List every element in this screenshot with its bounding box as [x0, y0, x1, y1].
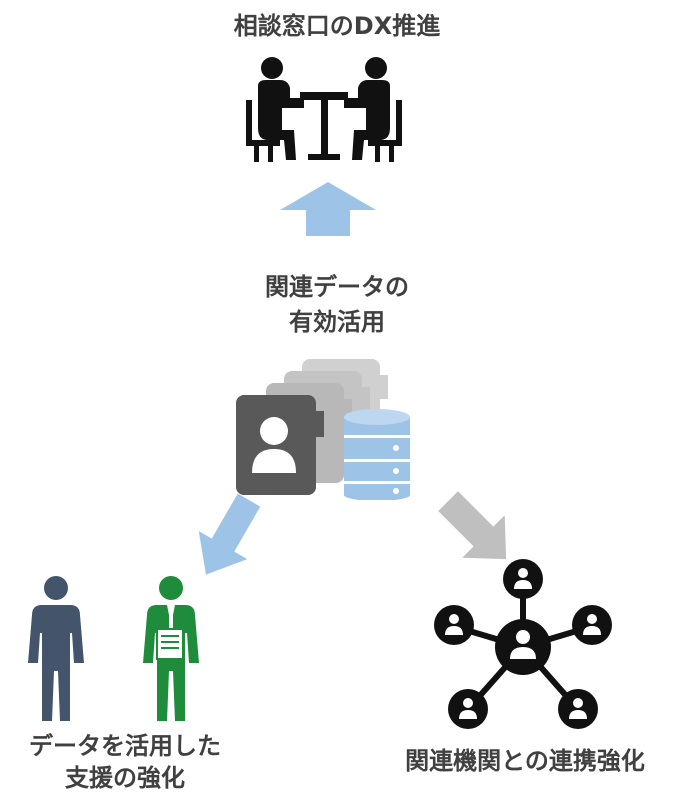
network-hub-icon [434, 559, 612, 729]
top-title: 相談窓口のDX推進 [233, 12, 441, 40]
up-arrow-icon [280, 182, 376, 236]
database-icon [344, 409, 410, 500]
staff-with-document-icon [143, 576, 199, 721]
person-icon [28, 576, 84, 721]
left-label-line1: データを活用した [29, 732, 221, 760]
contact-cards-icon [236, 359, 410, 500]
right-label: 関連機関との連携強化 [405, 747, 645, 775]
center-label-line1: 関連データの [265, 273, 409, 301]
down-right-arrow-icon [438, 491, 507, 560]
meeting-table-icon [246, 57, 402, 162]
center-label-line2: 有効活用 [289, 308, 385, 336]
left-label-line2: 支援の強化 [65, 764, 185, 792]
down-left-arrow-icon [198, 493, 261, 575]
